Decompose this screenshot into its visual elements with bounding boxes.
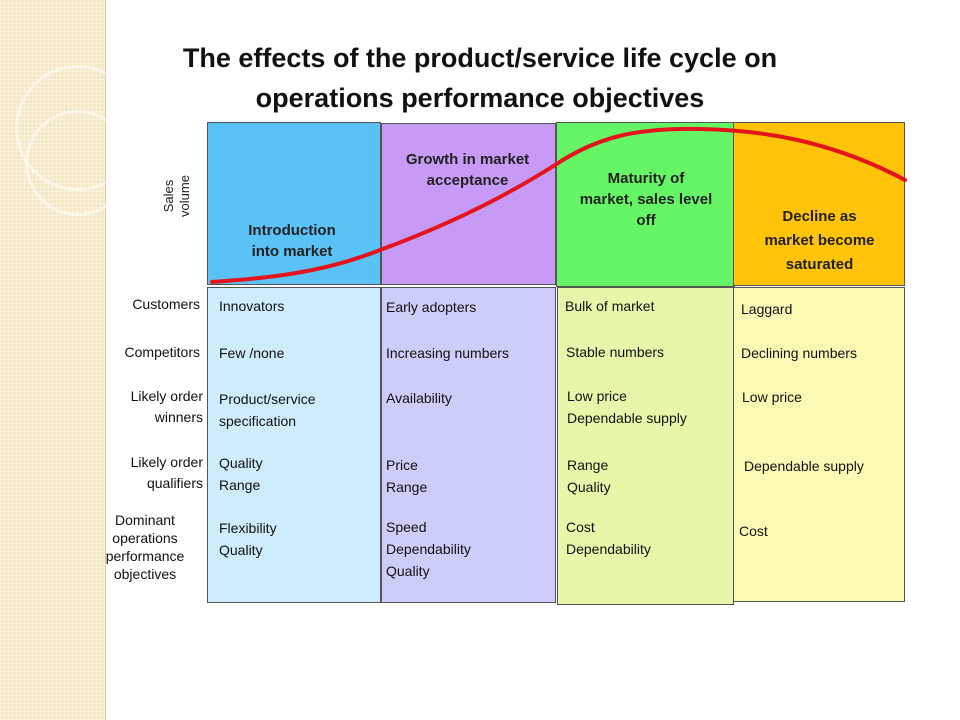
page-title: The effects of the product/service life … bbox=[182, 43, 778, 113]
stage-body-maturity bbox=[557, 287, 734, 605]
cell-growth-performance-objectives: Speed Dependability Quality bbox=[386, 519, 471, 579]
stage-body-decline bbox=[733, 287, 905, 602]
row-label-competitors: Competitors bbox=[124, 344, 200, 360]
row-label-performance-objectives: Dominant operations performance objectiv… bbox=[105, 512, 185, 582]
stage-body-introduction bbox=[207, 287, 381, 603]
cell-decline-performance-objectives: Cost bbox=[739, 523, 768, 539]
decorative-ring bbox=[25, 110, 131, 216]
cell-introduction-performance-objectives: Flexibility Quality bbox=[219, 520, 277, 558]
stage-heading-growth: Growth in market acceptance bbox=[405, 151, 530, 189]
cell-decline-order-winners: Low price bbox=[742, 389, 802, 405]
sales-curve-line bbox=[210, 126, 907, 284]
cell-decline-order-qualifiers: Dependable supply bbox=[744, 458, 864, 474]
cell-maturity-order-winners: Low price Dependable supply bbox=[567, 388, 687, 426]
cell-maturity-customers: Bulk of market bbox=[565, 298, 655, 314]
cell-growth-competitors: Increasing numbers bbox=[386, 345, 509, 361]
cell-maturity-performance-objectives: Cost Dependability bbox=[566, 519, 651, 557]
cell-maturity-order-qualifiers: Range Quality bbox=[567, 457, 611, 495]
cell-growth-order-qualifiers: Price Range bbox=[386, 457, 428, 495]
cell-decline-competitors: Declining numbers bbox=[741, 345, 857, 361]
cell-introduction-customers: Innovators bbox=[219, 298, 285, 314]
stage-heading-maturity: Maturity of market, sales level off bbox=[579, 170, 713, 229]
cell-decline-customers: Laggard bbox=[741, 301, 793, 317]
row-label-customers: Customers bbox=[132, 296, 200, 312]
stage-header-growth bbox=[381, 123, 556, 285]
stage-heading-introduction: Introduction into market bbox=[248, 222, 336, 260]
stage-heading-decline: Decline as market become saturated bbox=[764, 208, 875, 273]
cell-introduction-order-winners: Product/service specification bbox=[219, 391, 316, 429]
decorative-sidebar bbox=[0, 0, 141, 720]
row-label-order-winners: Likely order winners bbox=[130, 388, 203, 425]
cell-introduction-order-qualifiers: Quality Range bbox=[219, 455, 263, 493]
row-label-order-qualifiers: Likely order qualifiers bbox=[130, 454, 203, 491]
cell-growth-order-winners: Availability bbox=[386, 390, 452, 406]
stage-header-decline bbox=[733, 122, 905, 286]
cell-introduction-competitors: Few /none bbox=[219, 345, 285, 361]
stage-body-growth bbox=[381, 287, 556, 603]
cell-growth-customers: Early adopters bbox=[386, 299, 477, 315]
cell-maturity-competitors: Stable numbers bbox=[566, 344, 665, 360]
